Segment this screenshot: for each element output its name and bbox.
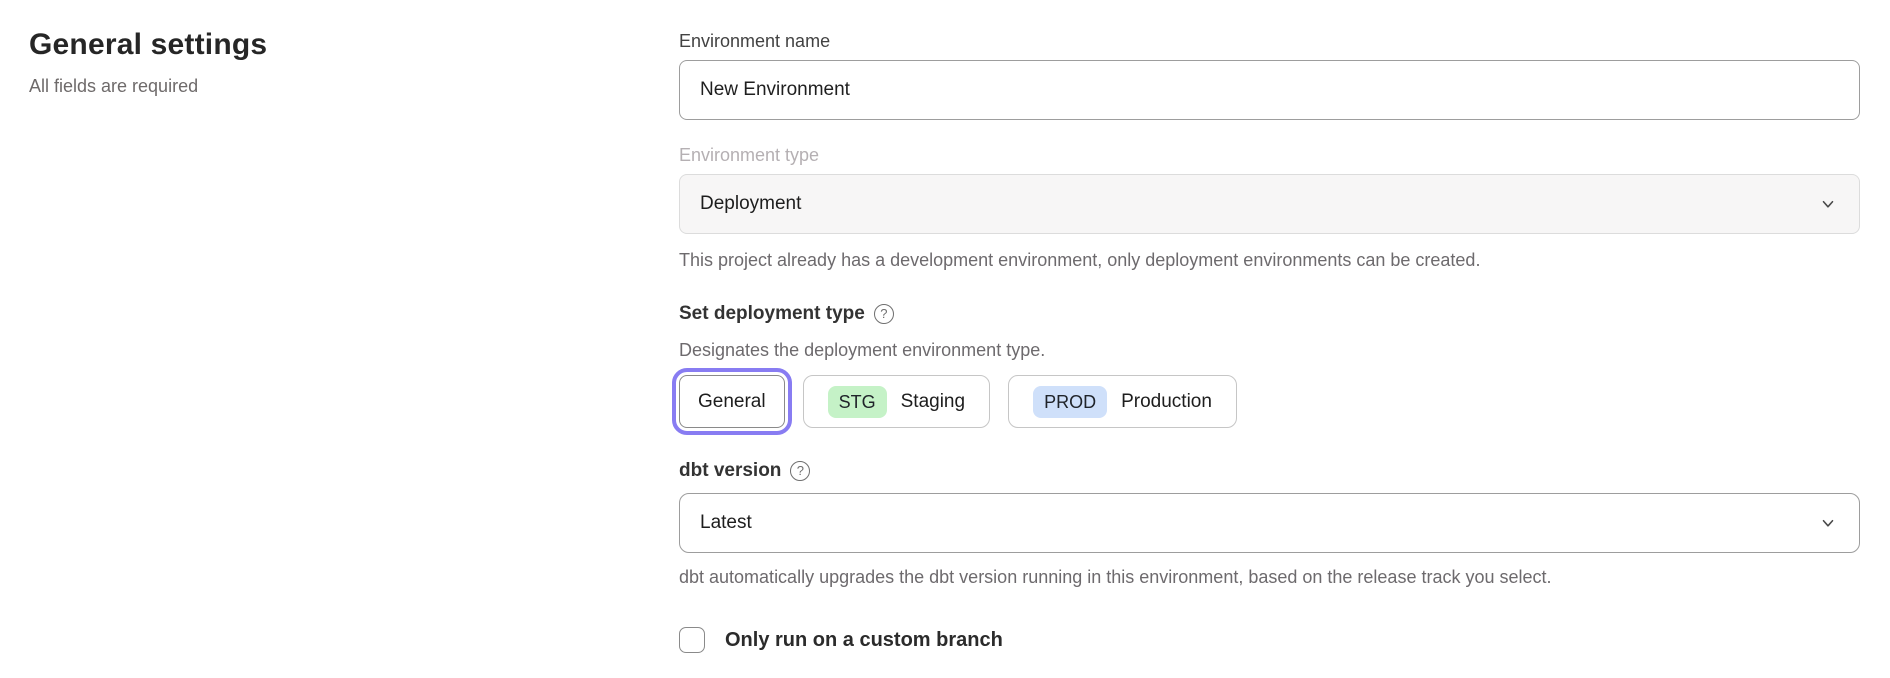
environment-type-select[interactable]: Deployment	[679, 174, 1860, 234]
deployment-type-staging-button[interactable]: STG Staging	[802, 375, 991, 428]
help-icon[interactable]: ?	[873, 304, 894, 324]
environment-type-value: Deployment	[700, 193, 802, 214]
dbt-version-helper: dbt automatically upgrades the dbt versi…	[679, 567, 1552, 587]
deployment-type-description: Designates the deployment environment ty…	[679, 340, 1046, 360]
custom-branch-label[interactable]: Only run on a custom branch	[725, 628, 1003, 651]
dbt-version-heading: dbt version ?	[679, 459, 1860, 483]
page-title: General settings	[29, 28, 268, 61]
custom-branch-checkbox[interactable]	[679, 627, 705, 653]
deployment-type-general-label: General	[698, 390, 766, 412]
help-icon[interactable]: ?	[790, 461, 811, 481]
environment-type-label: Environment type	[679, 145, 820, 165]
production-badge: PROD	[1033, 385, 1108, 418]
dbt-version-select[interactable]: Latest	[679, 493, 1860, 553]
custom-branch-row: Only run on a custom branch	[679, 627, 1860, 653]
staging-badge: STG	[827, 385, 887, 418]
chevron-down-icon	[1819, 514, 1837, 532]
deployment-type-production-label: Production	[1121, 390, 1212, 412]
environment-name-input[interactable]	[679, 60, 1860, 120]
deployment-type-production-button[interactable]: PROD Production	[1008, 375, 1237, 428]
environment-name-label: Environment name	[679, 31, 831, 51]
deployment-type-heading-label: Set deployment type	[679, 303, 865, 324]
environment-form: Environment name Environment type Deploy…	[672, 0, 1860, 653]
deployment-type-staging-label: Staging	[900, 390, 966, 412]
deployment-type-heading: Set deployment type ?	[679, 302, 1860, 326]
page-subtitle: All fields are required	[29, 76, 199, 96]
settings-header: General settings All fields are required	[29, 28, 589, 97]
dbt-version-heading-label: dbt version	[679, 460, 782, 481]
deployment-type-options: General STG Staging PROD Production	[672, 368, 1860, 435]
dbt-version-value: Latest	[700, 512, 752, 533]
environment-type-helper: This project already has a development e…	[679, 250, 1481, 270]
deployment-type-general-button[interactable]: General	[672, 368, 792, 435]
chevron-down-icon	[1819, 195, 1837, 213]
